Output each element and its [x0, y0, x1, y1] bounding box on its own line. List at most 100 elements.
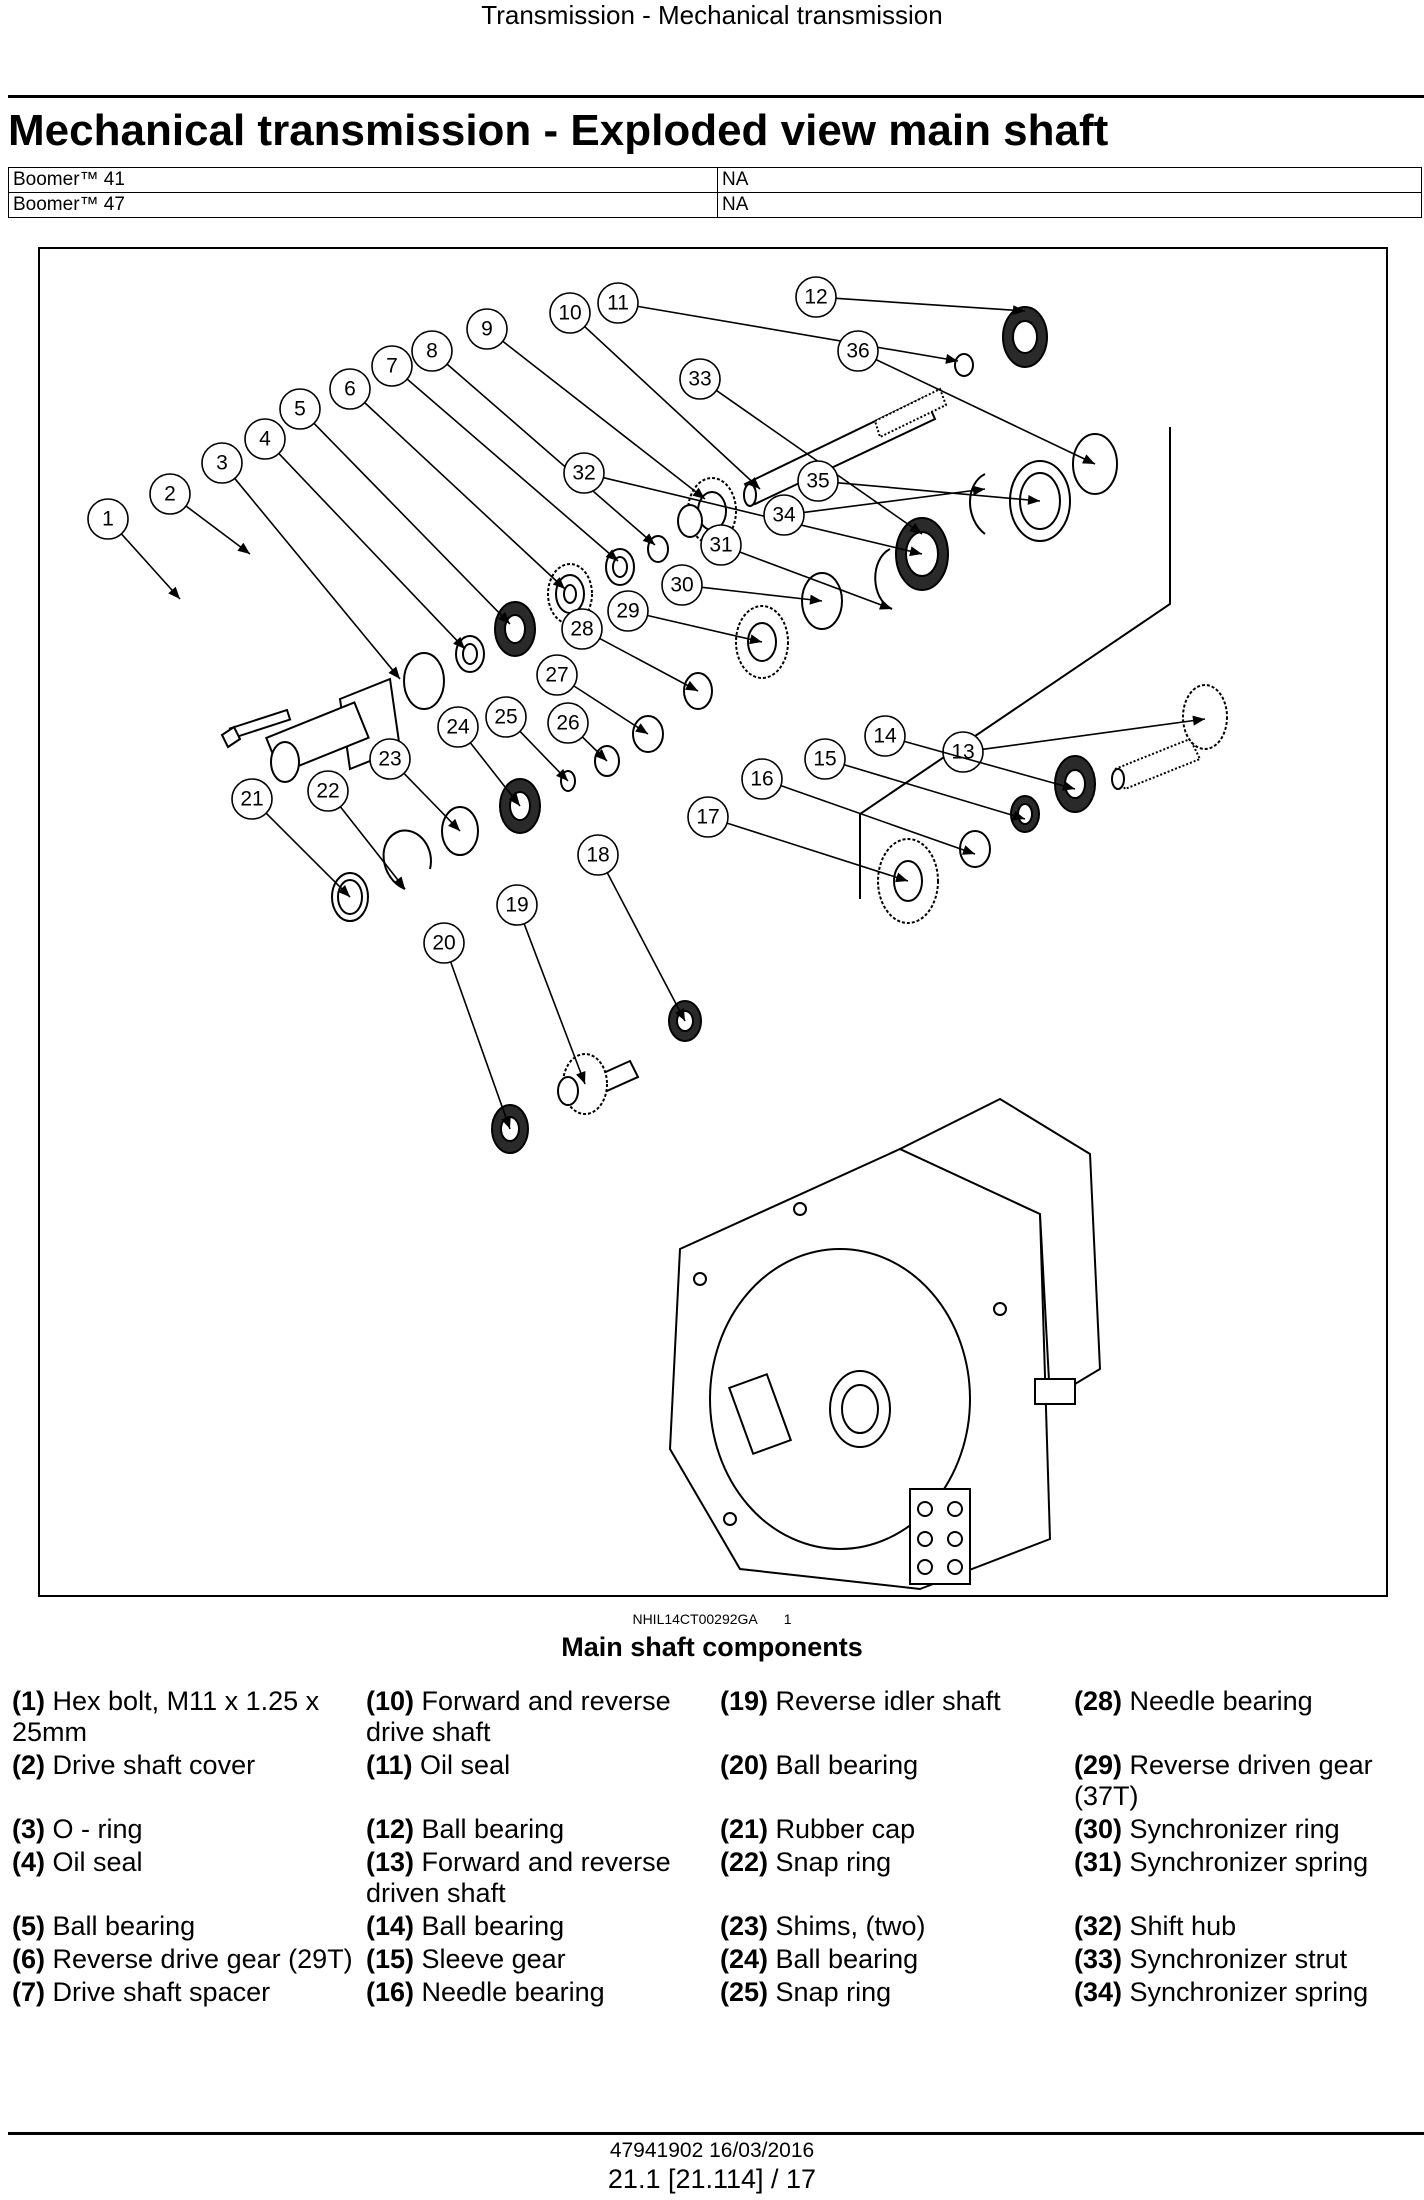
leader-line [406, 378, 619, 562]
callout-circle [329, 368, 371, 410]
callout-circle [837, 330, 879, 372]
legend-item-number: (16) [366, 1977, 415, 2007]
callout-circle [244, 418, 286, 460]
synchronizer-spring-31-part [874, 548, 893, 610]
leader-line [234, 477, 401, 680]
legend-item-text: Needle bearing [1129, 1686, 1313, 1716]
legend-item-text: Drive shaft spacer [52, 1977, 271, 2007]
callout-number: 20 [432, 932, 455, 955]
leader-line [313, 422, 511, 625]
ball-bearing-part [494, 601, 536, 657]
callout-number: 21 [240, 788, 263, 811]
legend-item: (21) Rubber cap [720, 1814, 1074, 1845]
leader-line [120, 533, 181, 600]
leader-arrowhead [337, 884, 350, 897]
callout-number: 17 [696, 806, 719, 829]
leader-arrowhead [594, 749, 607, 761]
leader-arrowhead [498, 611, 510, 624]
leader-line [573, 685, 649, 735]
leader-arrowhead [1082, 454, 1095, 464]
legend-item-text: Shims, (two) [775, 1911, 926, 1941]
leader-line [726, 822, 909, 882]
legend-item: (1) Hex bolt, M11 x 1.25 x 25mm [12, 1686, 366, 1748]
leader-arrowhead [692, 487, 705, 499]
shims-part [441, 806, 479, 856]
callout-number: 4 [259, 428, 271, 451]
callout-circle [661, 564, 703, 606]
legend-item-number: (29) [1074, 1750, 1123, 1780]
callout-number: 32 [572, 462, 595, 485]
legend-item-text: Forward and reverse drive shaft [366, 1686, 671, 1747]
legend-item-number: (24) [720, 1944, 769, 1974]
leader-arrowhead [1027, 494, 1040, 505]
leader-line [843, 763, 1026, 820]
legend-item-text: Needle bearing [421, 1977, 605, 2007]
callout-number: 27 [545, 664, 568, 687]
legend-item-number: (4) [12, 1847, 45, 1877]
legend-item-number: (14) [366, 1911, 415, 1941]
leader-arrowhead [552, 577, 565, 589]
callout-circle [597, 282, 639, 324]
legend-item-text: Snap ring [775, 1977, 892, 2007]
leader-arrowhead [642, 533, 655, 545]
callout-number: 6 [344, 378, 356, 401]
legend-item: (13) Forward and reverse driven shaft [366, 1847, 720, 1909]
part-shapes [220, 306, 1228, 1591]
callout-circle [485, 696, 527, 738]
callout-circle [201, 442, 243, 484]
callout-number: 19 [505, 894, 528, 917]
leader-line [584, 326, 761, 490]
leader-arrowhead [237, 542, 250, 554]
callout-number: 18 [586, 844, 609, 867]
legend-item: (25) Snap ring [720, 1977, 1074, 2008]
legend-item: (6) Reverse drive gear (29T) [12, 1944, 366, 1975]
model-cell: Boomer™ 41 [8, 167, 718, 193]
figure-number: 1 [783, 1611, 792, 1627]
callout-number: 7 [386, 355, 398, 378]
callout-number: 1 [102, 508, 114, 531]
ball-bearing-14-part [1054, 755, 1096, 813]
legend-item-text: Oil seal [52, 1847, 143, 1877]
legend-item-number: (23) [720, 1911, 769, 1941]
legend-item-number: (1) [12, 1686, 45, 1716]
legend-item-text: Rubber cap [775, 1814, 916, 1844]
leader-arrowhead [895, 872, 908, 883]
o-ring-part [403, 652, 445, 710]
leader-arrowhead [393, 876, 405, 889]
legend-item-number: (10) [366, 1686, 415, 1716]
leader-arrowhead [453, 636, 465, 649]
leader-line [403, 772, 461, 832]
leader-arrowhead [448, 818, 460, 831]
leader-line [523, 923, 586, 1085]
callout-circle [607, 590, 649, 632]
header-rule [8, 95, 1424, 98]
legend-item-number: (25) [720, 1977, 769, 2007]
legend-item-text: Synchronizer spring [1129, 1977, 1369, 2007]
legend-item-number: (15) [366, 1944, 415, 1974]
legend-item-text: Ball bearing [775, 1750, 919, 1780]
figure-caption: Main shaft components [561, 1632, 863, 1662]
legend-item-text: O - ring [52, 1814, 143, 1844]
ring-36-part [1072, 433, 1118, 495]
callout-number: 31 [709, 534, 732, 557]
legend-item-text: Oil seal [420, 1750, 511, 1780]
leader-arrowhead [388, 666, 400, 679]
legend-item-text: Ball bearing [52, 1911, 196, 1941]
legend-item-text: Forward and reverse driven shaft [366, 1847, 671, 1908]
legend-item: (16) Needle bearing [366, 1977, 720, 2008]
legend-item-number: (33) [1074, 1944, 1123, 1974]
callout-circle [741, 758, 783, 800]
callout-number: 15 [813, 748, 836, 771]
callout-number: 36 [846, 340, 869, 363]
synchronizer-ring-part [801, 572, 843, 630]
legend-item-text: Hex bolt, M11 x 1.25 x 25mm [12, 1686, 320, 1747]
legend-item: (24) Ball bearing [720, 1944, 1074, 1975]
leader-arrowhead [168, 586, 180, 599]
callout-circle [87, 498, 129, 540]
callout-circle [307, 770, 349, 812]
drive-shaft-part [743, 387, 948, 507]
leader-arrowhead [749, 634, 762, 645]
reverse-idler-shaft-part [557, 1053, 640, 1115]
callout-number: 30 [670, 574, 693, 597]
